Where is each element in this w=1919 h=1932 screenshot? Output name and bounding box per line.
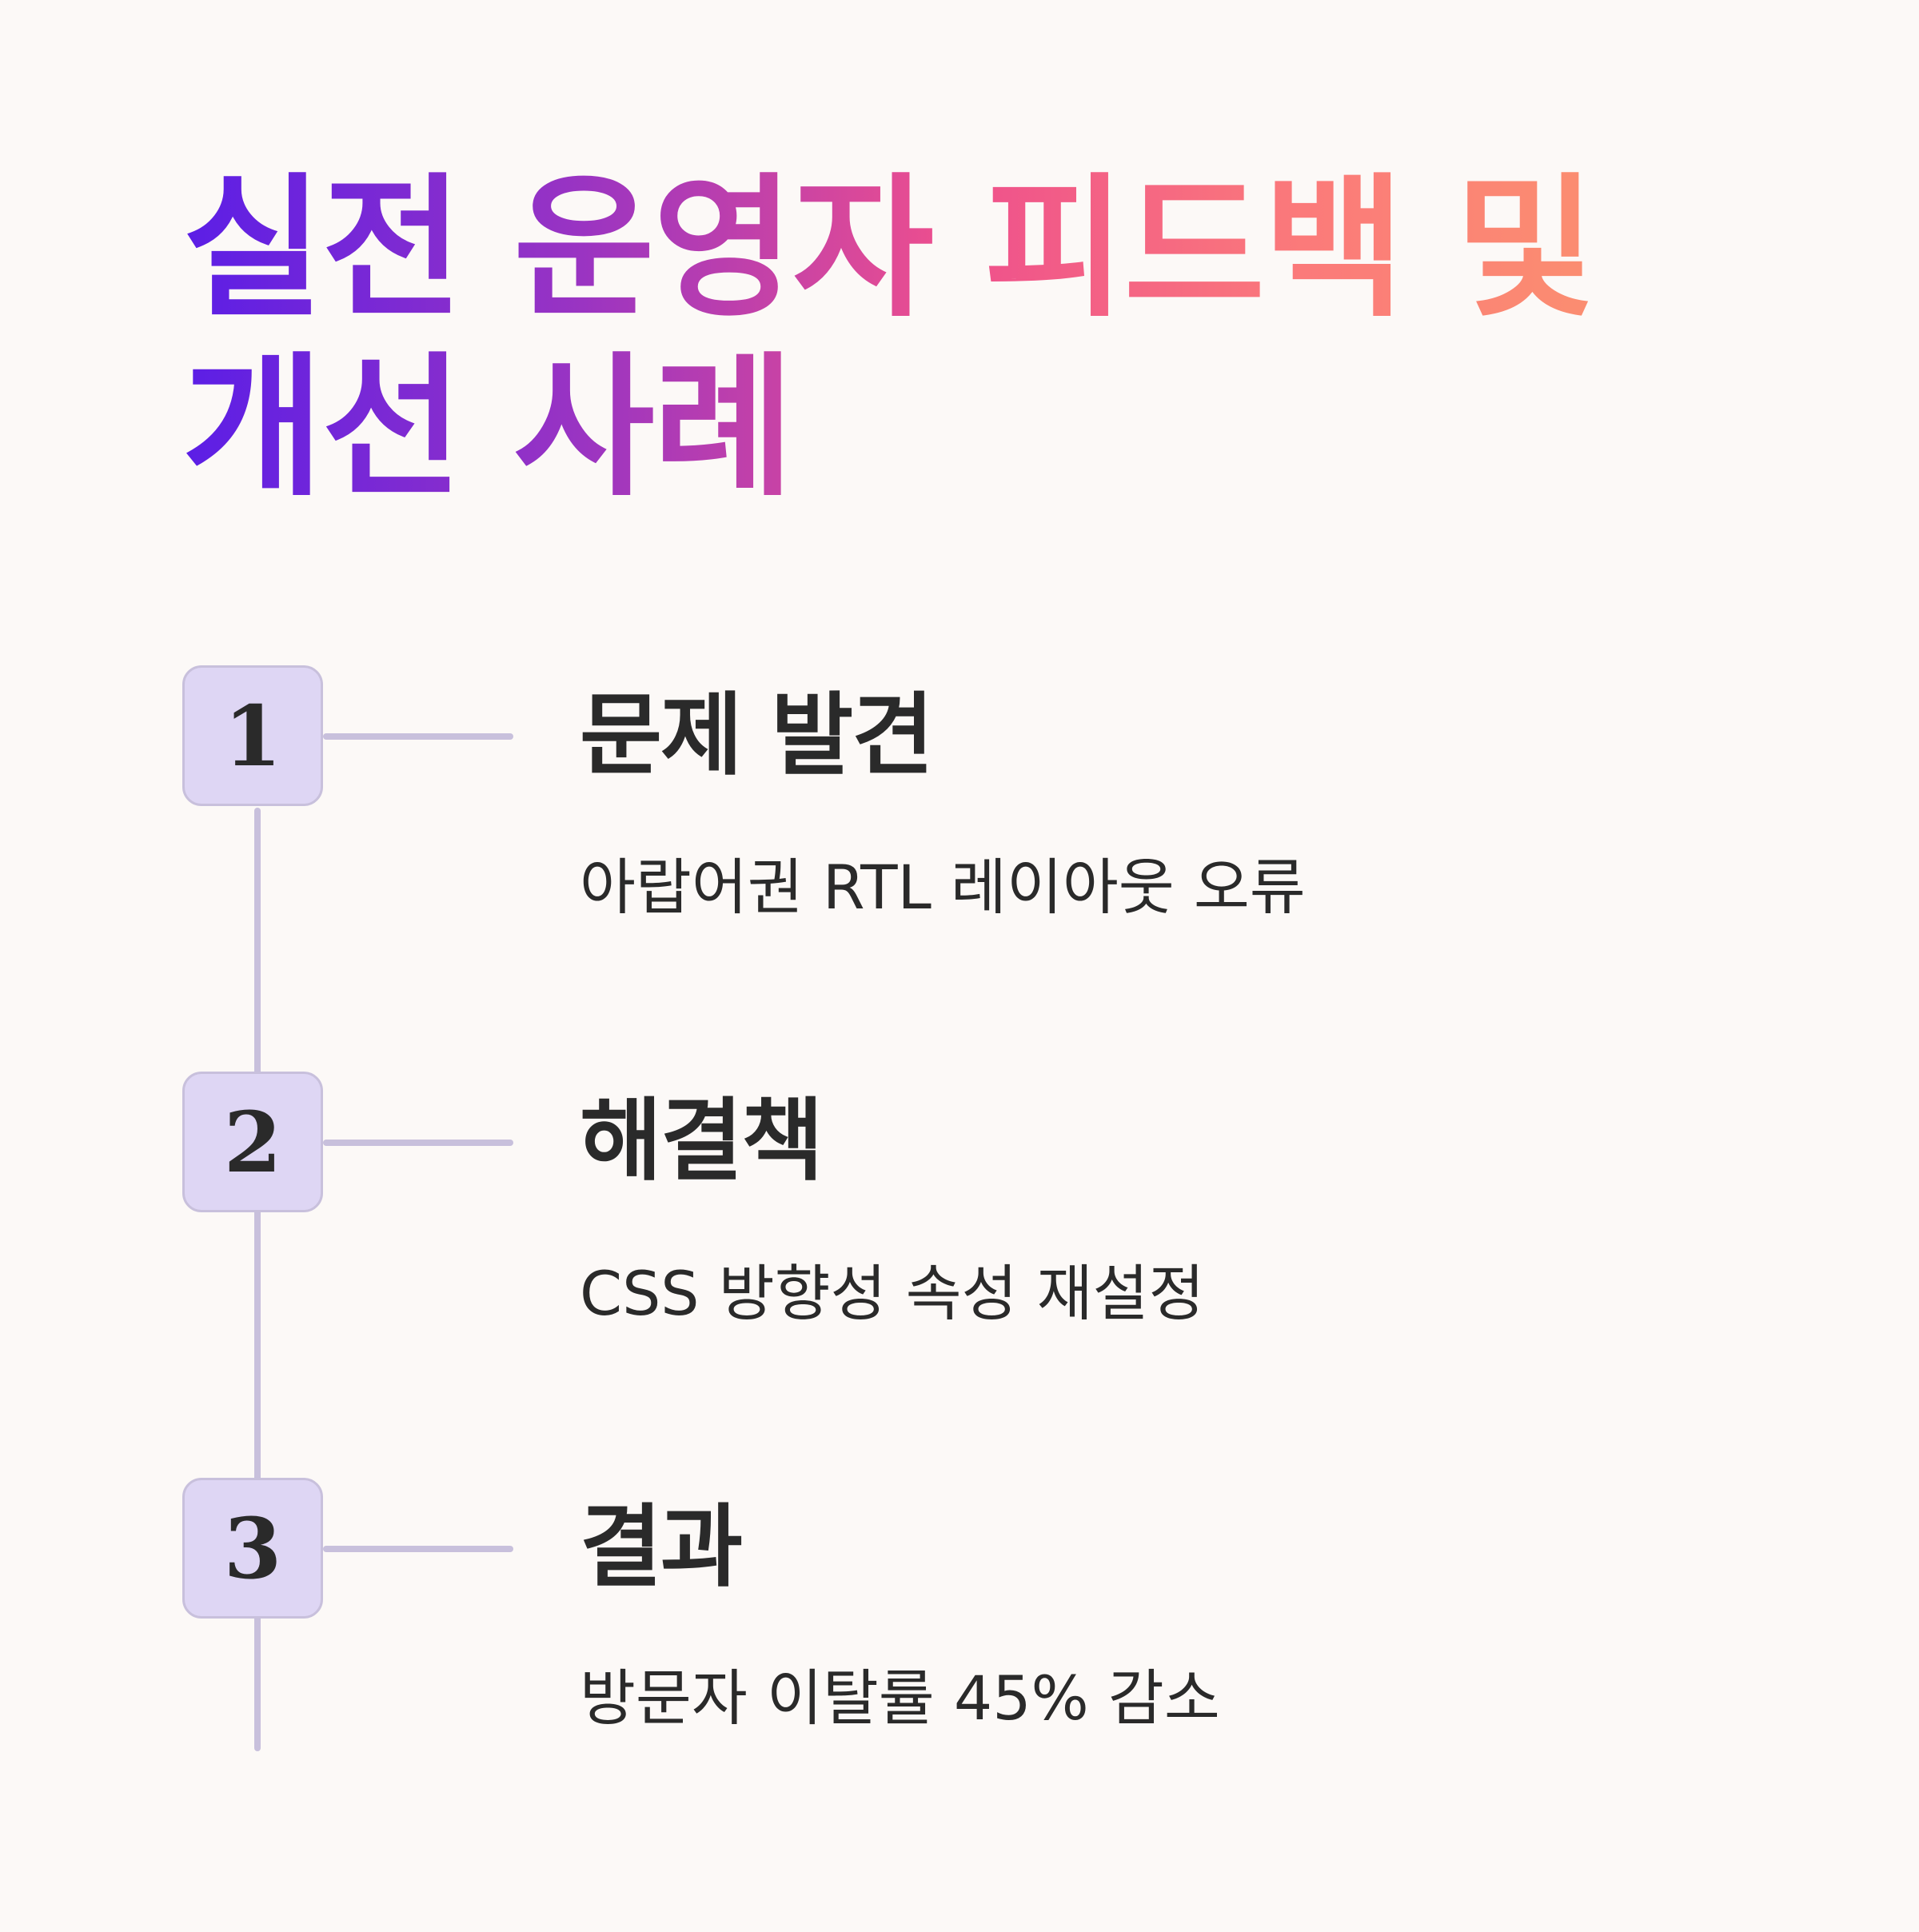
step-1-number-badge: 1 bbox=[182, 665, 323, 806]
step-3-connector bbox=[323, 1546, 513, 1552]
step-2-connector bbox=[323, 1140, 513, 1146]
step-1-description: 아랍어권 RTL 레이아웃 오류 bbox=[580, 852, 1306, 923]
step-2-description: CSS 방향성 속성 재설정 bbox=[580, 1258, 1205, 1329]
step-3-description: 방문자 이탈률 45% 감소 bbox=[580, 1663, 1220, 1734]
step-2-title: 해결책 bbox=[580, 1089, 824, 1193]
step-1-title: 문제 발견 bbox=[580, 684, 934, 788]
step-3-number-badge: 3 bbox=[182, 1478, 323, 1619]
step-3-title: 결과 bbox=[580, 1495, 743, 1599]
step-2-number-badge: 2 bbox=[182, 1072, 323, 1212]
timeline-line bbox=[254, 808, 261, 1751]
step-1-connector bbox=[323, 733, 513, 740]
page-title: 실전 운영자 피드백 및 개선 사례 bbox=[182, 160, 1781, 518]
